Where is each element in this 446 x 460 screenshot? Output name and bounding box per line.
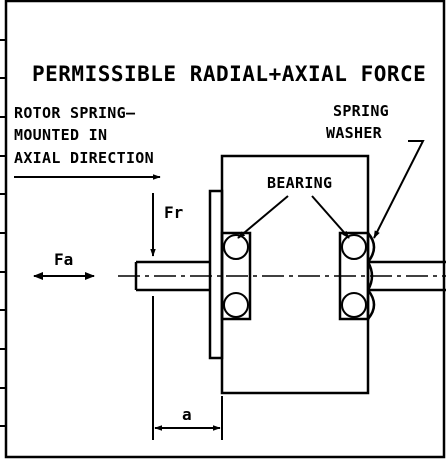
diagram-title: PERMISSIBLE RADIAL+AXIAL FORCE (32, 62, 426, 86)
shaft (134, 260, 446, 292)
spring-washer-leader (373, 140, 425, 239)
spring-washer-label-line-2: WASHER (326, 124, 383, 142)
bearing-leader-left (237, 195, 289, 239)
bearing-label: BEARING (267, 174, 332, 192)
distance-label: a (182, 405, 192, 424)
dimension-a (152, 296, 223, 440)
rotor-note-line-2: MOUNTED IN (14, 126, 107, 144)
frame-ticks (0, 39, 6, 427)
spring-washer (366, 232, 376, 320)
rotor-note-line-3: AXIAL DIRECTION (14, 149, 154, 167)
spring-washer-label-line-1: SPRING (333, 102, 389, 120)
bearing-leader-right (311, 195, 350, 239)
bearing-left (220, 231, 252, 321)
bearing-right (338, 231, 370, 321)
flange (208, 189, 224, 360)
radial-force-label: Fr (164, 203, 183, 222)
axial-force-label: Fa (54, 250, 73, 269)
rotor-note-line-1: ROTOR SPRING– (14, 104, 136, 122)
